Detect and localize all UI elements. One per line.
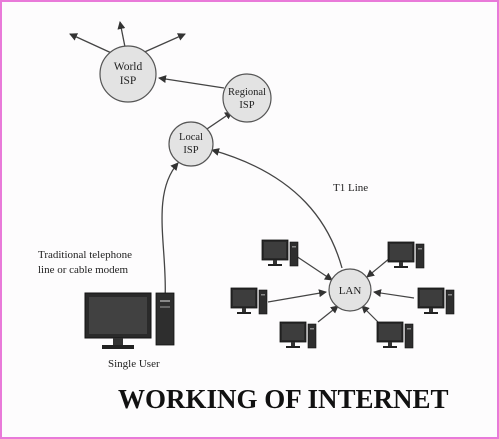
desktop-computer-icon: [417, 287, 455, 315]
local-isp-label-line1: Local: [179, 132, 203, 143]
desktop-computer-icon: [230, 287, 268, 315]
lan-label: LAN: [339, 285, 362, 297]
world-isp-label-line1: World: [114, 61, 143, 73]
lan-spoke: [373, 289, 415, 299]
desktop-computer-icon: [261, 239, 299, 267]
lan-spoke: [267, 289, 327, 303]
page-title: WORKING OF INTERNET: [118, 384, 449, 414]
t1-line-label: T1 Line: [333, 182, 368, 194]
local-isp-label-line2: ISP: [183, 145, 198, 156]
single-user-label: Single User: [108, 358, 160, 370]
desktop-computer-icon: [387, 241, 425, 269]
lan-spoke: [361, 305, 379, 323]
world-isp-node: World ISP: [99, 45, 157, 103]
single-user-computer-icon: [84, 292, 175, 349]
desktop-computer-icon: [279, 321, 317, 349]
edge-t1-line: [211, 148, 343, 269]
regional-isp-label-line2: ISP: [239, 100, 254, 111]
desktop-computer-icon: [376, 321, 414, 349]
lan-spoke: [366, 257, 391, 278]
telephone-line-label-line1: Traditional telephone: [38, 249, 132, 261]
lan-spoke: [295, 255, 333, 281]
edge-regional-to-world: [158, 75, 225, 89]
edge-telephone-line: [161, 162, 179, 301]
world-outbound-edge-right: [139, 33, 186, 55]
lan-spoke: [317, 305, 339, 323]
regional-isp-node: Regional ISP: [222, 73, 272, 123]
telephone-line-label-line2: line or cable modem: [38, 264, 129, 276]
regional-isp-label-line1: Regional: [228, 87, 266, 98]
local-isp-node: Local ISP: [168, 121, 214, 167]
lan-node: LAN: [328, 268, 372, 312]
world-isp-label-line2: ISP: [120, 75, 137, 87]
edge-local-to-regional: [203, 111, 233, 132]
